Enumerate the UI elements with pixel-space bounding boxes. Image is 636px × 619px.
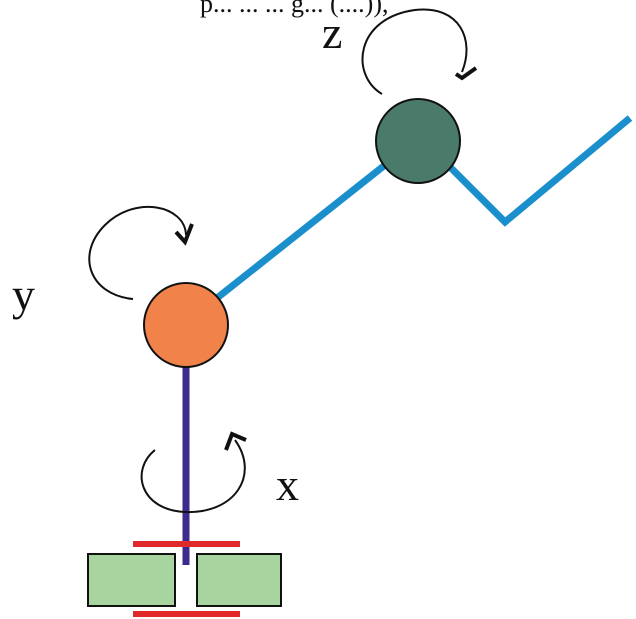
rotation-arrow-y-icon <box>88 205 194 300</box>
header-cropped-text: p... ... ... g... (....)), <box>200 0 388 18</box>
elbow-joint <box>375 98 461 184</box>
rotation-arrow-x-icon <box>140 431 247 514</box>
rotation-arrow-z-icon <box>361 8 478 95</box>
base-block-right <box>196 553 282 607</box>
axis-label-z: z <box>322 7 342 58</box>
forearm-link <box>445 115 633 227</box>
base-block-left <box>87 553 176 607</box>
shoulder-joint <box>143 282 229 368</box>
axis-label-x: x <box>276 459 299 510</box>
upper-arm-link <box>209 162 388 305</box>
axis-label-y: y <box>12 269 35 320</box>
